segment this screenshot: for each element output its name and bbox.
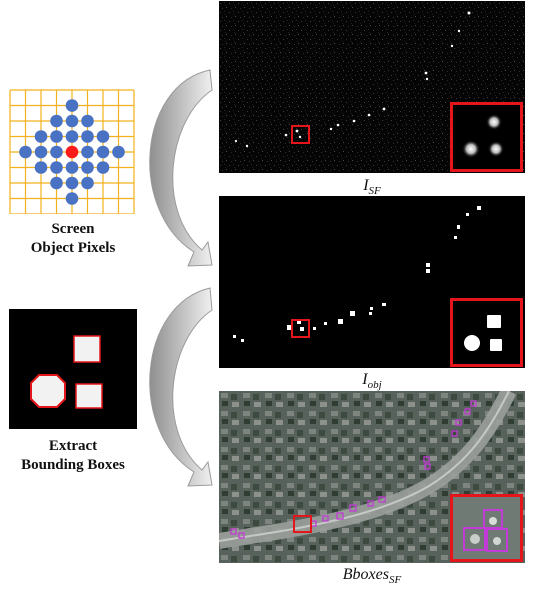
aerial-zoom-inset bbox=[450, 494, 523, 562]
iobj-image bbox=[219, 196, 525, 368]
inset-bbox-left bbox=[463, 527, 486, 551]
object-pixel-dot bbox=[81, 130, 94, 143]
shape-square-bottom bbox=[75, 383, 103, 409]
isf-caption-main: I bbox=[363, 177, 369, 194]
object-pixel-dot bbox=[81, 176, 94, 190]
bboxes-caption: BboxesSF bbox=[312, 566, 432, 586]
step1-label-line1: Screen bbox=[51, 221, 95, 237]
isf-highlight-box bbox=[291, 125, 310, 144]
inset-blob-left bbox=[464, 335, 480, 351]
inset-blob-top bbox=[487, 315, 501, 328]
arrow-bottom bbox=[149, 287, 213, 487]
iobj-caption-sub: obj bbox=[367, 379, 382, 392]
object-pixel-dot bbox=[65, 161, 79, 174]
center-pixel-dot bbox=[65, 145, 79, 159]
bboxes-caption-main: Bboxes bbox=[342, 566, 389, 583]
object-pixel-dot bbox=[81, 161, 94, 174]
object-pixel-dot bbox=[65, 192, 79, 205]
object-pixel-dot bbox=[65, 114, 79, 128]
iobj-zoom-inset bbox=[450, 298, 523, 367]
isf-caption: ISF bbox=[312, 177, 432, 197]
step2-label-line2: Bounding Boxes bbox=[21, 457, 125, 473]
inset-blob-right bbox=[490, 339, 502, 351]
extract-bounding-boxes-label: Extract Bounding Boxes bbox=[3, 437, 143, 475]
object-pixel-dot bbox=[19, 145, 32, 159]
object-pixel-dot bbox=[65, 99, 79, 112]
iobj-highlight-box bbox=[291, 319, 310, 338]
shape-octagon bbox=[30, 374, 66, 408]
object-pixel-dot bbox=[65, 176, 79, 190]
object-pixel-dot bbox=[96, 161, 110, 174]
object-pixel-dot bbox=[65, 130, 79, 143]
object-pixel-dot bbox=[96, 145, 110, 159]
object-pixel-dot bbox=[50, 145, 63, 159]
curved-arrows bbox=[149, 69, 213, 487]
isf-caption-sub: SF bbox=[368, 185, 381, 198]
isf-image bbox=[219, 1, 525, 173]
shape-square-top bbox=[73, 335, 101, 363]
iobj-caption: Iobj bbox=[312, 371, 432, 391]
aerial-highlight-box bbox=[293, 515, 312, 533]
isf-zoom-inset bbox=[450, 102, 523, 172]
step2-label-line1: Extract bbox=[48, 438, 98, 454]
object-pixel-dot bbox=[96, 130, 110, 143]
object-pixel-dot bbox=[50, 114, 63, 128]
bboxes-caption-sub: SF bbox=[388, 574, 402, 587]
arrow-top bbox=[149, 69, 213, 267]
object-pixel-dot bbox=[81, 114, 94, 128]
step1-label-line2: Object Pixels bbox=[30, 240, 116, 256]
inset-bbox-right bbox=[486, 528, 508, 552]
object-pixel-dot bbox=[34, 130, 48, 143]
aerial-image bbox=[219, 391, 525, 563]
screen-object-pixels-label: Screen Object Pixels bbox=[3, 220, 143, 258]
object-pixels-grid bbox=[9, 89, 135, 214]
object-pixel-dot bbox=[112, 145, 125, 159]
object-pixel-dot bbox=[81, 145, 94, 159]
object-pixel-dot bbox=[34, 145, 48, 159]
object-pixel-dot bbox=[50, 161, 63, 174]
object-pixel-dot bbox=[34, 161, 48, 174]
object-pixel-dot bbox=[50, 130, 63, 143]
binary-shapes-image bbox=[9, 309, 137, 429]
object-pixel-dot bbox=[50, 176, 63, 190]
iobj-caption-main: I bbox=[362, 371, 368, 388]
